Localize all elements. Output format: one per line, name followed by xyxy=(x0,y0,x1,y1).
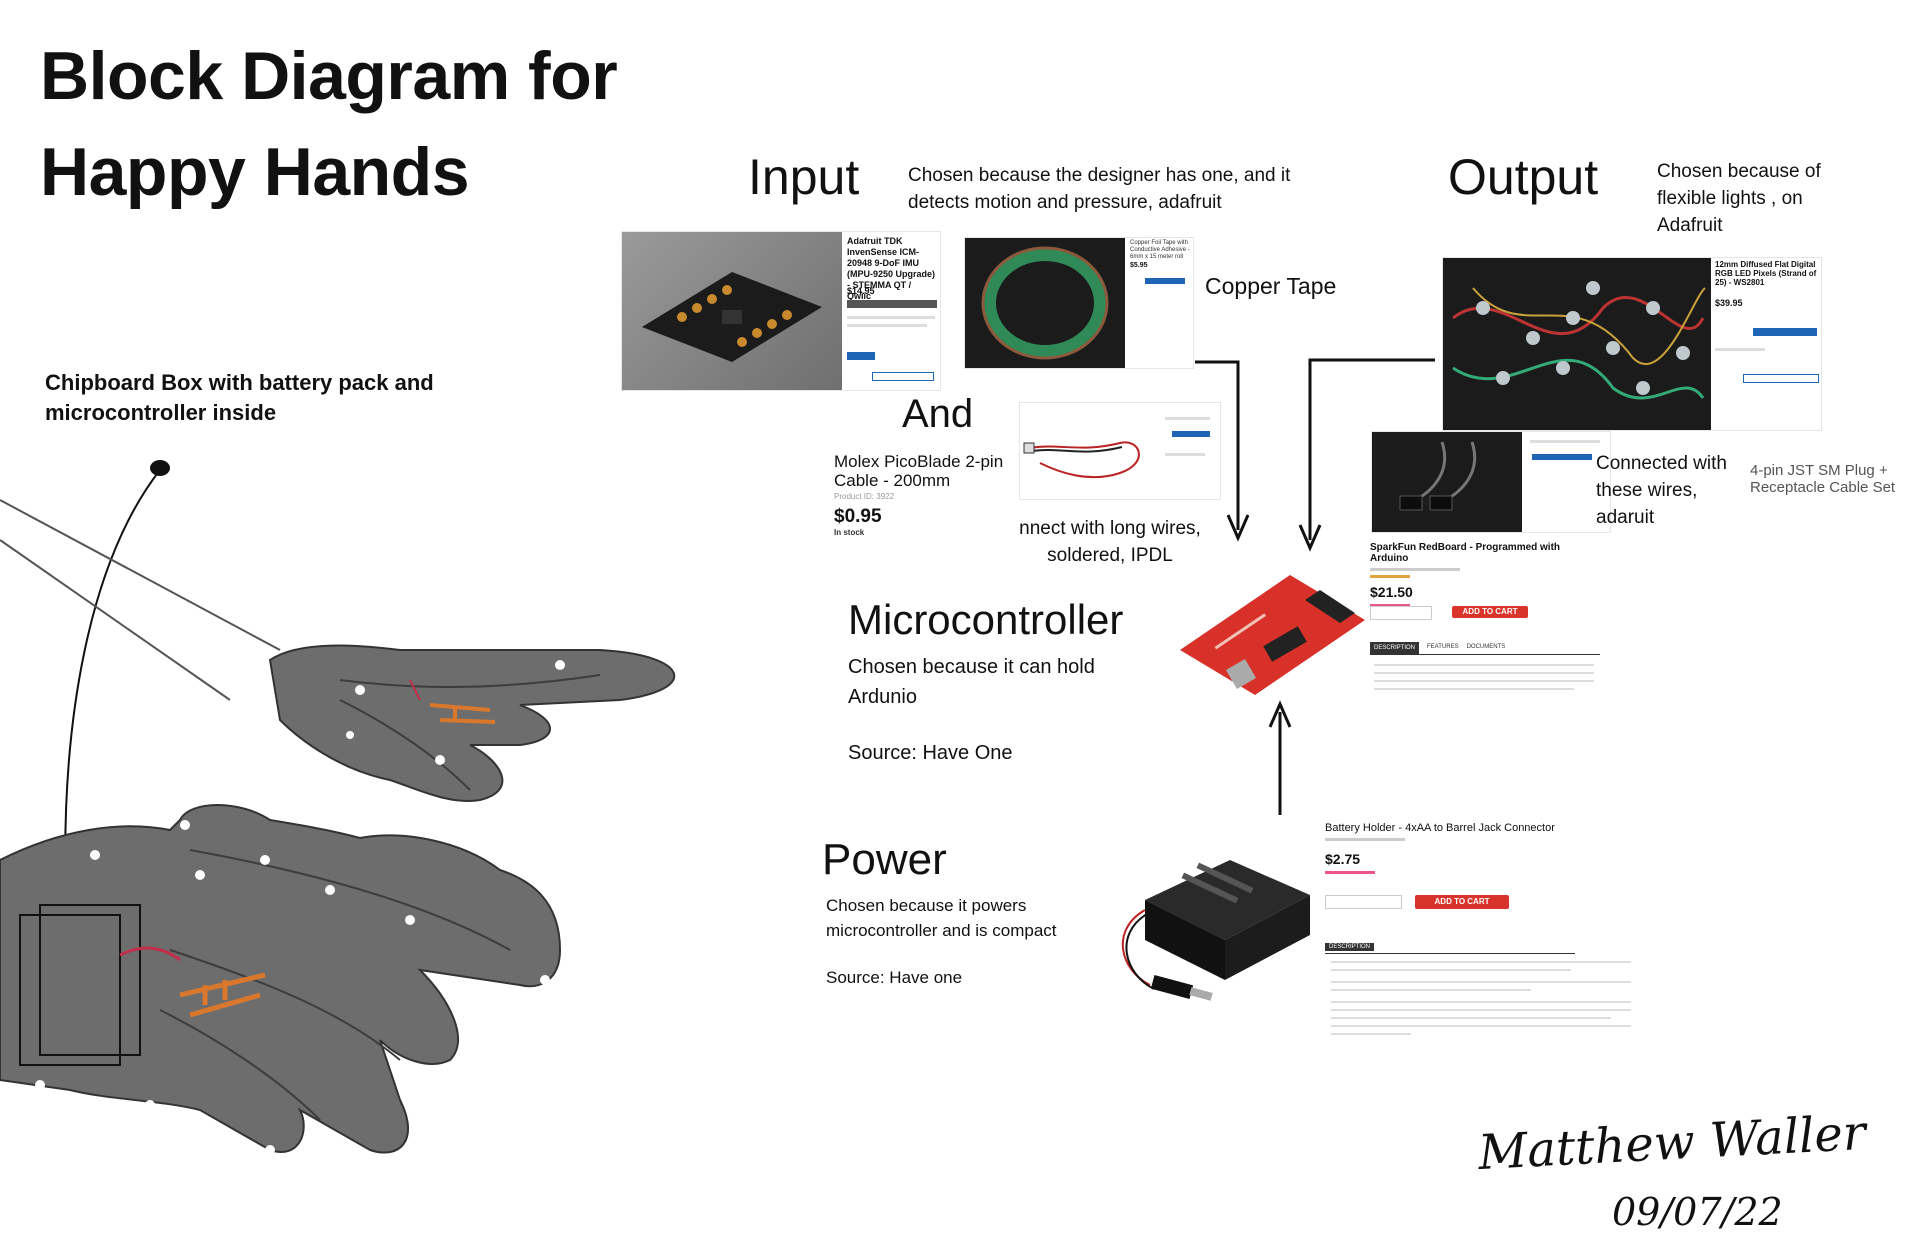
imu-add-button[interactable] xyxy=(847,352,875,360)
battery-holder-photo xyxy=(1121,860,1310,1001)
molex-product-id: Product ID: 3922 xyxy=(834,492,895,501)
copper-tape-card: Copper Foil Tape with Conductive Adhesiv… xyxy=(965,238,1193,368)
output-heading: Output xyxy=(1448,149,1599,205)
battery-add-to-cart-button[interactable]: ADD TO CART xyxy=(1415,895,1509,909)
chipboard-note: Chipboard Box with battery pack and micr… xyxy=(45,370,434,425)
molex-price: $0.95 xyxy=(834,506,882,527)
tab-description[interactable]: DESCRIPTION xyxy=(1370,642,1420,654)
led-pixels-price: $39.95 xyxy=(1715,298,1743,308)
redboard-add-to-cart-button[interactable]: ADD TO CART xyxy=(1452,606,1528,618)
redboard-card: SparkFun RedBoard - Programmed with Ardu… xyxy=(1370,542,1600,690)
molex-cable-card xyxy=(1020,403,1220,499)
hand-illustration xyxy=(0,460,676,1195)
imu-price: $14.95 xyxy=(847,286,875,296)
power-source: Source: Have one xyxy=(826,968,963,987)
redboard-price: $21.50 xyxy=(1370,584,1413,600)
microcontroller-source: Source: Have One xyxy=(848,742,1013,764)
battery-holder-price: $2.75 xyxy=(1325,851,1361,867)
input-wires-note: nnect with long wires, soldered, IPDL xyxy=(1019,518,1201,566)
jst-label: 4-pin JST SM Plug + Receptacle Cable Set xyxy=(1750,462,1896,496)
battery-quantity-stepper[interactable] xyxy=(1325,895,1402,909)
copper-tape-add-button[interactable] xyxy=(1145,278,1185,284)
output-wires-note: Connected with these wires, adaruit xyxy=(1596,453,1727,528)
led-pixels-name: 12mm Diffused Flat Digital RGB LED Pixel… xyxy=(1715,260,1817,287)
tab-features[interactable]: FEATURES xyxy=(1427,644,1459,650)
molex-stock: In stock xyxy=(834,528,865,537)
input-heading: Input xyxy=(748,149,860,205)
imu-product-card: Adafruit TDK InvenSense ICM-20948 9-DoF … xyxy=(622,232,940,390)
and-label: And xyxy=(902,392,974,436)
power-note: Chosen because it powers microcontroller… xyxy=(826,896,1057,940)
led-pixels-card: 12mm Diffused Flat Digital RGB LED Pixel… xyxy=(1443,258,1821,430)
input-note: Chosen because the designer has one, and… xyxy=(908,165,1291,213)
jst-photo xyxy=(1372,432,1522,532)
microcontroller-note: Chosen because it can hold Ardunio xyxy=(848,656,1095,708)
molex-cable-photo xyxy=(1023,441,1140,479)
led-pixels-photo xyxy=(1443,258,1711,430)
imu-name: Adafruit TDK InvenSense ICM-20948 9-DoF … xyxy=(847,236,936,301)
tab-documents[interactable]: DOCUMENTS xyxy=(1466,644,1506,650)
redboard-tabs: DESCRIPTION FEATURES DOCUMENTS xyxy=(1370,642,1600,655)
copper-tape-photo xyxy=(965,238,1125,368)
power-heading: Power xyxy=(822,835,947,884)
molex-name: Molex PicoBlade 2-pin Cable - 200mm xyxy=(834,452,1004,490)
redboard-photo xyxy=(1180,575,1365,695)
copper-tape-price: $5.95 xyxy=(1130,262,1148,269)
led-pixels-wishlist-button[interactable] xyxy=(1743,374,1819,383)
signature-date: 09/07/22 xyxy=(1612,1190,1783,1234)
tab-battery-description[interactable]: DESCRIPTION xyxy=(1325,943,1375,951)
page-title: Block Diagram for Happy Hands xyxy=(40,38,618,210)
copper-tape-label: Copper Tape xyxy=(1205,273,1337,299)
battery-holder-name: Battery Holder - 4xAA to Barrel Jack Con… xyxy=(1325,822,1555,834)
battery-tabs: DESCRIPTION xyxy=(1325,935,1575,954)
copper-tape-name: Copper Foil Tape with Conductive Adhesiv… xyxy=(1130,240,1190,260)
imu-photo xyxy=(622,232,842,390)
jst-card xyxy=(1372,432,1610,532)
microcontroller-heading: Microcontroller xyxy=(848,596,1124,643)
redboard-quantity-stepper[interactable] xyxy=(1370,606,1432,620)
output-note: Chosen because of flexible lights , on A… xyxy=(1657,161,1821,236)
battery-holder-card: Battery Holder - 4xAA to Barrel Jack Con… xyxy=(1325,822,1645,1035)
redboard-name: SparkFun RedBoard - Programmed with Ardu… xyxy=(1370,542,1561,564)
imu-wishlist-button[interactable] xyxy=(872,372,934,381)
led-pixels-add-button[interactable] xyxy=(1753,328,1817,336)
